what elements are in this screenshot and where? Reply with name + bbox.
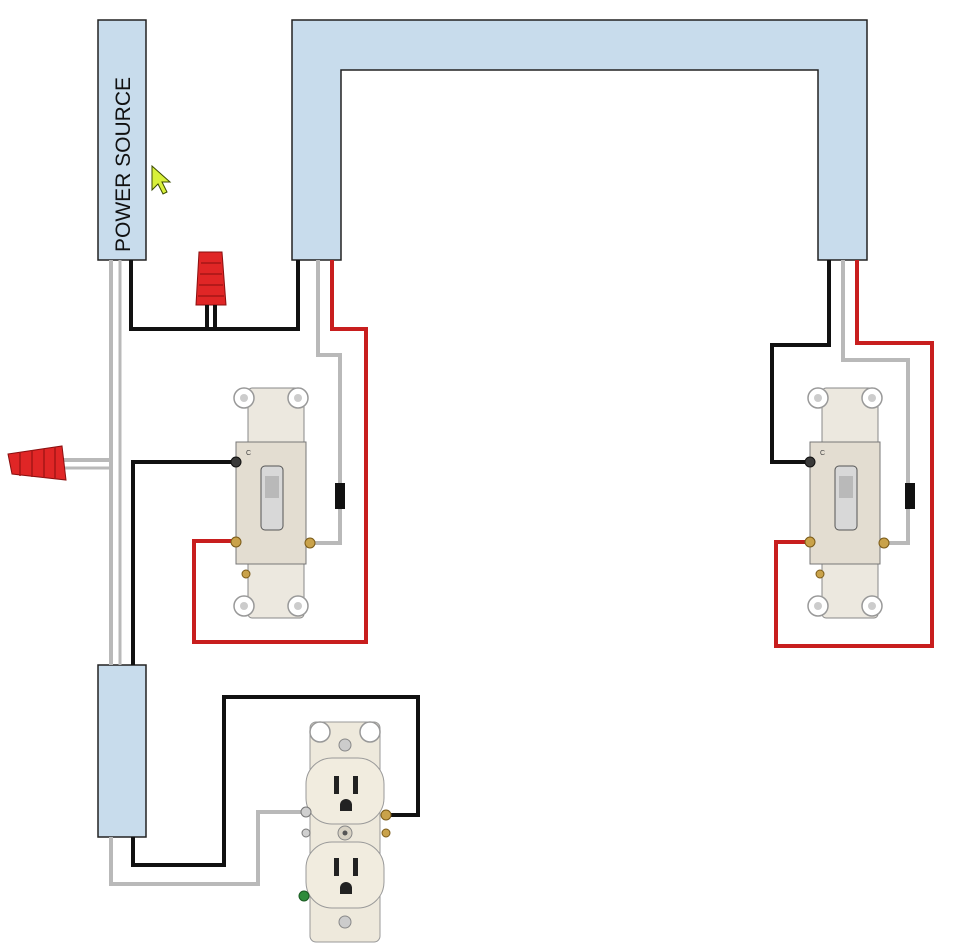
hot-wire-to-conduit bbox=[210, 260, 300, 331]
traveler-terminal bbox=[304, 537, 316, 549]
common-terminal bbox=[230, 456, 242, 468]
black-wire-outlet bbox=[131, 695, 420, 867]
power-source-label: POWER SOURCE bbox=[112, 77, 135, 252]
wires bbox=[60, 260, 934, 886]
common-terminal bbox=[804, 456, 816, 468]
lower-outlet-face bbox=[305, 841, 385, 909]
black-wire-left-common bbox=[131, 460, 234, 665]
upper-outlet-face bbox=[305, 757, 385, 825]
three-way-switch-left: C bbox=[230, 387, 345, 619]
traveler-terminal bbox=[804, 536, 816, 548]
ground-terminal bbox=[815, 569, 825, 579]
tape-marker bbox=[905, 483, 915, 509]
gray-wire-outlet bbox=[109, 810, 306, 886]
three-way-switch-right: C bbox=[804, 387, 915, 619]
hot-terminal bbox=[380, 809, 392, 821]
neutral-terminal bbox=[300, 806, 312, 818]
ground-terminal bbox=[241, 569, 251, 579]
top-conduit bbox=[291, 19, 868, 261]
gray-wire-left-switch bbox=[312, 260, 342, 545]
mounting-screw bbox=[338, 738, 352, 752]
black-wire-right-common bbox=[770, 260, 831, 464]
red-traveler-left bbox=[192, 260, 368, 644]
power-source-box: POWER SOURCE bbox=[97, 19, 147, 261]
tape-marker bbox=[335, 483, 345, 509]
traveler-terminal bbox=[878, 537, 890, 549]
ground-terminal-green bbox=[298, 890, 310, 902]
duplex-receptacle bbox=[298, 721, 392, 943]
outlet-box-conduit bbox=[97, 664, 147, 838]
red-traveler-right bbox=[774, 260, 934, 648]
wire-nut-neutral-icon bbox=[7, 445, 67, 481]
gray-wire-right-switch bbox=[841, 260, 910, 545]
traveler-terminal bbox=[230, 536, 242, 548]
cursor-icon bbox=[151, 164, 172, 195]
common-terminal-label: C bbox=[246, 450, 251, 457]
hot-wire-source bbox=[129, 260, 210, 331]
common-terminal-label: C bbox=[820, 450, 825, 457]
wire-nut-hot-icon bbox=[195, 251, 227, 329]
